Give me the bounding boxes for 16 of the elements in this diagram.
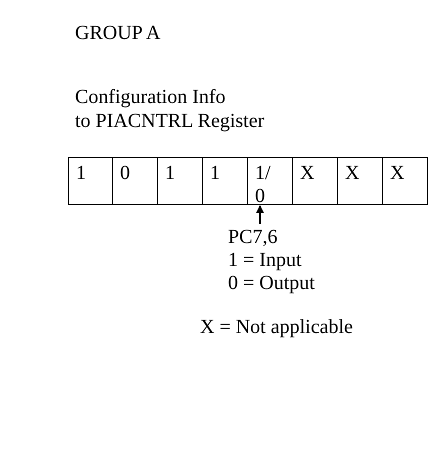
bit-cell: 1 <box>157 157 203 205</box>
bit-cell: X <box>382 157 428 205</box>
bit-cell: X <box>337 157 383 205</box>
bit-cell: X <box>292 157 338 205</box>
pin-note: PC7,6 <box>228 226 278 249</box>
title: GROUP A <box>75 22 160 45</box>
pin-note: 0 = Output <box>228 272 315 295</box>
bit-cell: 0 <box>112 157 158 205</box>
pin-note: 1 = Input <box>228 249 302 272</box>
note: Configuration Info <box>75 86 226 109</box>
note: X = Not applicable <box>200 316 353 339</box>
arrow <box>256 205 264 224</box>
note: to PIACNTRL Register <box>75 110 264 133</box>
bit-cell: 1/ 0 <box>247 157 293 205</box>
bit-cell: 1 <box>202 157 248 205</box>
bit-cell: 1 <box>68 157 113 205</box>
